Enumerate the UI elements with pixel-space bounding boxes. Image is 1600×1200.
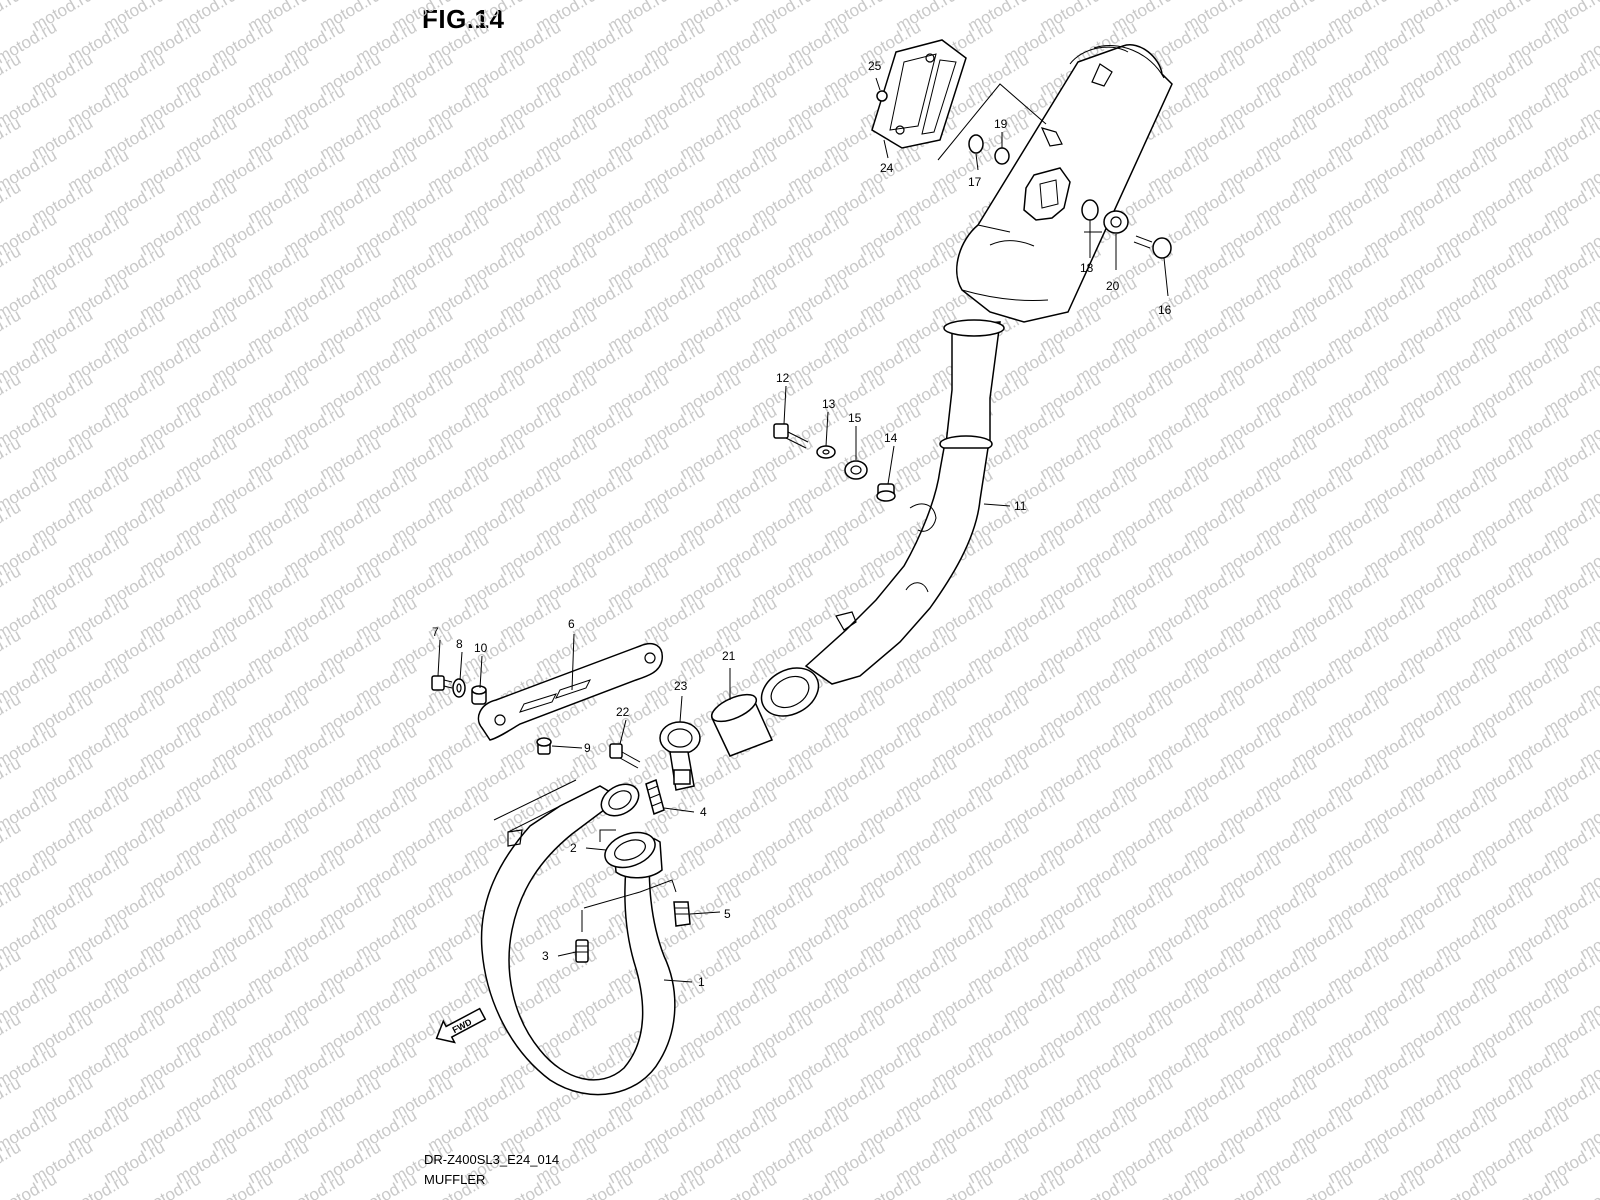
- watermark-text: motod.ru: [0, 561, 24, 611]
- fwd-arrow-icon: FWD: [435, 1007, 487, 1044]
- watermark-text: motod.ru: [353, 1169, 421, 1200]
- watermark-text: motod.ru: [569, 1169, 637, 1200]
- watermark-text: motod.ru: [929, 1169, 997, 1200]
- part-label-18: 18: [1080, 261, 1094, 275]
- bolt-part-25[interactable]: [876, 90, 888, 102]
- part-label-8: 8: [456, 637, 463, 651]
- watermark-text: motod.ru: [281, 1169, 349, 1200]
- watermark-text: motod.ru: [0, 0, 24, 35]
- nut-part-5[interactable]: [673, 901, 691, 927]
- watermark-text: motod.ru: [0, 305, 24, 355]
- part-label-13: 13: [822, 397, 836, 411]
- watermark-text: motod.ru: [1217, 1169, 1285, 1200]
- watermark-text: motod.ru: [0, 817, 24, 867]
- watermark-text: motod.ru: [641, 1169, 709, 1200]
- watermark-text: motod.ru: [1577, 1169, 1600, 1200]
- watermark-text: motod.ru: [0, 625, 24, 675]
- bolt-part-7[interactable]: [431, 675, 453, 691]
- watermark-text: motod.ru: [209, 1169, 277, 1200]
- nut-part-17[interactable]: [968, 134, 984, 154]
- watermark-text: motod.ru: [713, 1169, 781, 1200]
- watermark-text: motod.ru: [1145, 1169, 1213, 1200]
- part-label-19: 19: [994, 117, 1008, 131]
- bolt-part-22[interactable]: [609, 743, 641, 769]
- muffler-bracket[interactable]: [477, 642, 663, 741]
- cushion-part-15[interactable]: [844, 460, 868, 480]
- bolt-part-12[interactable]: [773, 423, 809, 449]
- watermark-text: motod.ru: [1289, 1169, 1357, 1200]
- washer-part-13[interactable]: [816, 445, 836, 459]
- washer-part-19[interactable]: [994, 147, 1010, 165]
- part-label-22: 22: [616, 705, 630, 719]
- watermark-text: motod.ru: [0, 689, 24, 739]
- part-label-6: 6: [568, 617, 575, 631]
- stud-bolt-part-3[interactable]: [575, 939, 589, 963]
- pipe-clamp[interactable]: [659, 721, 701, 791]
- part-label-12: 12: [776, 371, 790, 385]
- watermark-text: motod.ru: [0, 1009, 24, 1059]
- part-label-9: 9: [584, 741, 591, 755]
- watermark-text: motod.ru: [0, 433, 24, 483]
- exhaust-gasket[interactable]: [600, 826, 660, 874]
- figure-name: MUFFLER: [424, 1172, 486, 1187]
- assembly-guide-lines: [493, 83, 1102, 932]
- washer-part-8[interactable]: [452, 678, 466, 698]
- watermark-text: motod.ru: [0, 753, 24, 803]
- bolt-part-16[interactable]: [1133, 235, 1172, 259]
- watermark-text: motod.ru: [0, 241, 24, 291]
- part-label-16: 16: [1158, 303, 1172, 317]
- watermark-text: motod.ru: [0, 1137, 24, 1187]
- cushion-part-20[interactable]: [1103, 210, 1129, 234]
- figure-code: DR-Z400SL3_E24_014: [424, 1152, 560, 1167]
- part-label-20: 20: [1106, 279, 1120, 293]
- watermark-text: motod.ru: [1577, 0, 1600, 3]
- part-label-11: 11: [1014, 499, 1027, 513]
- watermark-text: motod.ru: [1361, 1169, 1429, 1200]
- watermark-text: motod.ru: [0, 177, 24, 227]
- part-label-3: 3: [542, 949, 549, 963]
- part-label-14: 14: [884, 431, 898, 445]
- watermark-text: motod.ru: [785, 1169, 853, 1200]
- part-label-17: 17: [968, 175, 982, 189]
- part-label-7: 7: [432, 625, 439, 639]
- watermark-text: motod.ru: [1073, 1169, 1141, 1200]
- watermark-text: motod.ru: [0, 49, 24, 99]
- watermark-text: motod.ru: [0, 497, 24, 547]
- leader-lines: [437, 77, 1169, 983]
- watermark-text: motod.ru: [0, 113, 24, 163]
- part-number-labels: 1 2 3 4 5 6 7 8 9 10 11 12 13 14 15 16 1…: [432, 59, 1172, 989]
- stud-part-4[interactable]: [645, 778, 665, 816]
- watermark-text: motod.ru: [0, 945, 24, 995]
- watermark-text: motod.ru: [137, 1169, 205, 1200]
- watermark-text: motod.ru: [65, 1169, 133, 1200]
- watermark-text: motod.ru: [1433, 1169, 1501, 1200]
- watermark-text: motod.ru: [1505, 1169, 1573, 1200]
- muffler-mount-bracket[interactable]: [1023, 127, 1071, 221]
- part-label-24: 24: [880, 161, 894, 175]
- part-label-23: 23: [674, 679, 688, 693]
- part-label-10: 10: [474, 641, 488, 655]
- watermark-text: motod.ru: [857, 1169, 925, 1200]
- part-label-4: 4: [700, 805, 707, 819]
- part-label-21: 21: [722, 649, 736, 663]
- connecting-pipe[interactable]: [753, 319, 1005, 726]
- washer-part-18[interactable]: [1081, 199, 1099, 221]
- part-label-25: 25: [868, 59, 882, 73]
- part-label-1: 1: [698, 975, 705, 989]
- heat-shield-plate[interactable]: [871, 39, 967, 149]
- watermark-text: motod.ru: [497, 1169, 565, 1200]
- part-label-5: 5: [724, 907, 731, 921]
- watermark-text: motod.ru: [0, 1073, 24, 1123]
- part-label-2: 2: [570, 841, 577, 855]
- watermark-text: motod.ru: [1001, 1169, 1069, 1200]
- figure-title: FIG.14: [422, 4, 505, 34]
- watermark-text: motod.ru: [0, 369, 24, 419]
- collar-part-9[interactable]: [536, 737, 552, 755]
- part-label-15: 15: [848, 411, 862, 425]
- cushion-part-10[interactable]: [471, 685, 487, 705]
- collar-part-14[interactable]: [876, 483, 896, 502]
- watermark-text: motod.ru: [0, 881, 24, 931]
